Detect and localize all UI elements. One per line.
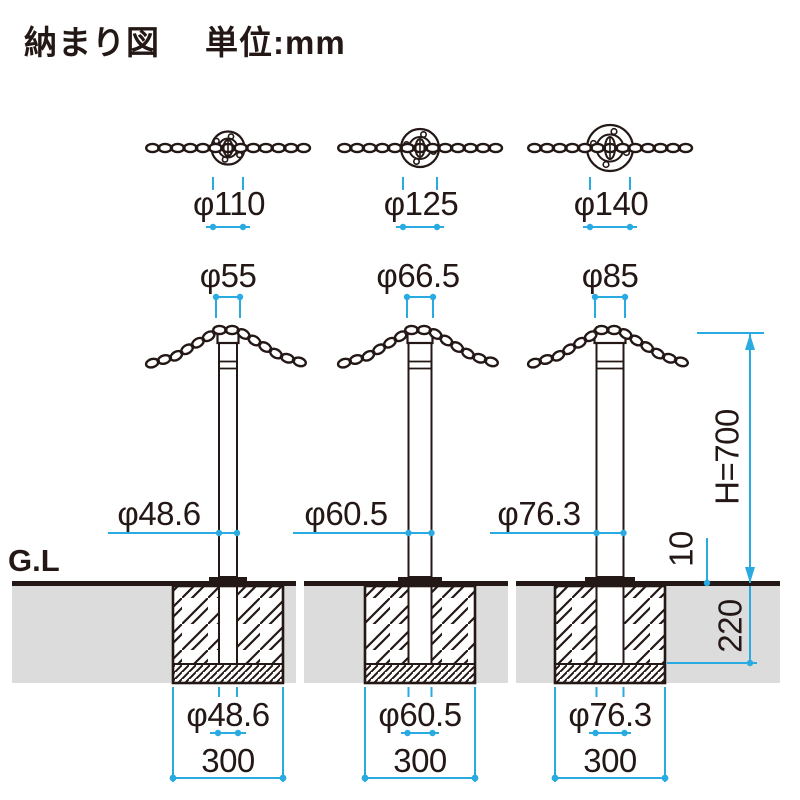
page-title: 納まり図 <box>24 24 160 61</box>
dim-bottom-1 <box>169 687 287 782</box>
dim-height <box>697 332 764 583</box>
foundation-1 <box>171 584 285 685</box>
dim-pipe-1 <box>108 529 241 537</box>
post-band <box>596 360 624 370</box>
dim-plan-1 <box>206 177 250 231</box>
embed-dim-label: 220 <box>711 599 749 653</box>
dim-embed <box>667 586 757 667</box>
dim-cap-3 <box>591 293 629 318</box>
bottom-pipe-dia-label-3: φ76.3 <box>568 696 652 733</box>
bollard-post-1 <box>209 328 247 584</box>
dim-plan-3 <box>583 177 637 231</box>
cap-dia-label-3: φ85 <box>581 257 639 294</box>
height-dim-label: H=700 <box>708 409 746 505</box>
dim-bottom-2 <box>361 687 479 782</box>
base-plate <box>398 577 442 584</box>
dim-plan-2 <box>396 177 444 231</box>
chain-elevation-1 <box>144 324 307 369</box>
plan-view-1 <box>144 130 312 166</box>
plan-view-3 <box>526 123 694 173</box>
plan-dia-label-1: φ110 <box>192 185 266 222</box>
base-width-label-3: 300 <box>583 742 637 779</box>
foundation-2 <box>363 584 477 685</box>
post-band <box>408 360 432 370</box>
cap-dia-label-2: φ66.5 <box>376 257 460 294</box>
dim-bottom-3 <box>551 687 669 782</box>
chain-elevation-3 <box>526 324 689 369</box>
bollard-post-2 <box>398 328 442 584</box>
chain-elevation-2 <box>336 324 499 369</box>
ground-level-label: G.L <box>8 543 60 578</box>
dim-pipe-3 <box>490 529 627 537</box>
pipe-dia-label-1: φ48.6 <box>117 495 201 532</box>
cap-dia-label-1: φ55 <box>199 257 257 294</box>
dim-reveal <box>703 538 711 587</box>
pipe-dia-label-3: φ76.3 <box>497 495 581 532</box>
bottom-pipe-dia-label-2: φ60.5 <box>378 696 462 733</box>
base-width-label-2: 300 <box>393 742 447 779</box>
post-band <box>219 360 237 370</box>
pipe-dia-label-2: φ60.5 <box>304 495 388 532</box>
dim-cap-2 <box>403 293 437 318</box>
bollard-post-3 <box>585 328 635 584</box>
plan-dia-label-2: φ125 <box>383 185 459 222</box>
dim-pipe-2 <box>293 529 435 537</box>
unit-label: 単位:mm <box>205 24 346 61</box>
base-plate <box>585 577 635 584</box>
foundation-3 <box>553 584 667 685</box>
dim-cap-1 <box>212 293 244 318</box>
plan-view-2 <box>336 127 504 169</box>
plan-dia-label-3: φ140 <box>573 185 649 222</box>
reveal-dim-label: 10 <box>662 531 700 567</box>
base-width-label-1: 300 <box>201 742 255 779</box>
base-plate <box>209 577 247 584</box>
bottom-pipe-dia-label-1: φ48.6 <box>186 696 270 733</box>
